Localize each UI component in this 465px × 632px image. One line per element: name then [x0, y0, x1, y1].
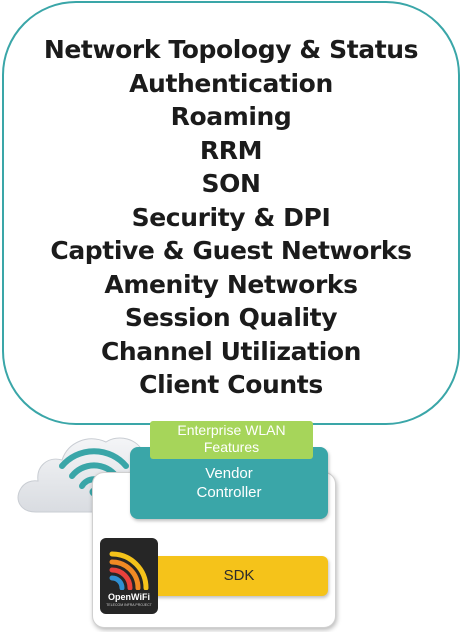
feature-list: Network Topology & Status Authentication…	[4, 33, 458, 402]
feature-item: Authentication	[129, 68, 333, 98]
openwifi-logo: OpenWiFi TELECOM INFRA PROJECT	[100, 538, 158, 614]
feature-item: Client Counts	[139, 370, 323, 399]
vendor-controller-label-line2: Controller	[196, 484, 262, 501]
sdk-bar: SDK	[150, 556, 328, 596]
feature-item: Security & DPI	[131, 202, 331, 232]
feature-item: Channel Utilization	[100, 336, 362, 366]
openwifi-logo-subtitle: TELECOM INFRA PROJECT	[106, 603, 152, 607]
feature-item: Network Topology & Status	[43, 35, 419, 64]
feature-item: Captive & Guest Networks	[50, 236, 412, 265]
feature-item: Amenity Networks	[104, 269, 358, 299]
wlan-tag-line2: Features	[203, 439, 260, 455]
enterprise-feature-box: Network Topology & Status Authentication…	[2, 1, 460, 425]
vendor-controller-box: Vendor Controller	[130, 447, 328, 519]
feature-item: SON	[201, 169, 261, 198]
openwifi-logo-name: OpenWiFi	[108, 592, 150, 602]
feature-item: Roaming	[170, 102, 292, 131]
feature-item: Session Quality	[124, 303, 338, 332]
openwifi-logo-icon	[109, 551, 149, 590]
feature-item: RRM	[199, 135, 263, 165]
wlan-tag-line1: Enterprise WLAN	[177, 422, 286, 438]
enterprise-wlan-features-tag: Enterprise WLAN Features	[150, 421, 313, 459]
vendor-controller-label-line1: Vendor	[205, 465, 253, 482]
